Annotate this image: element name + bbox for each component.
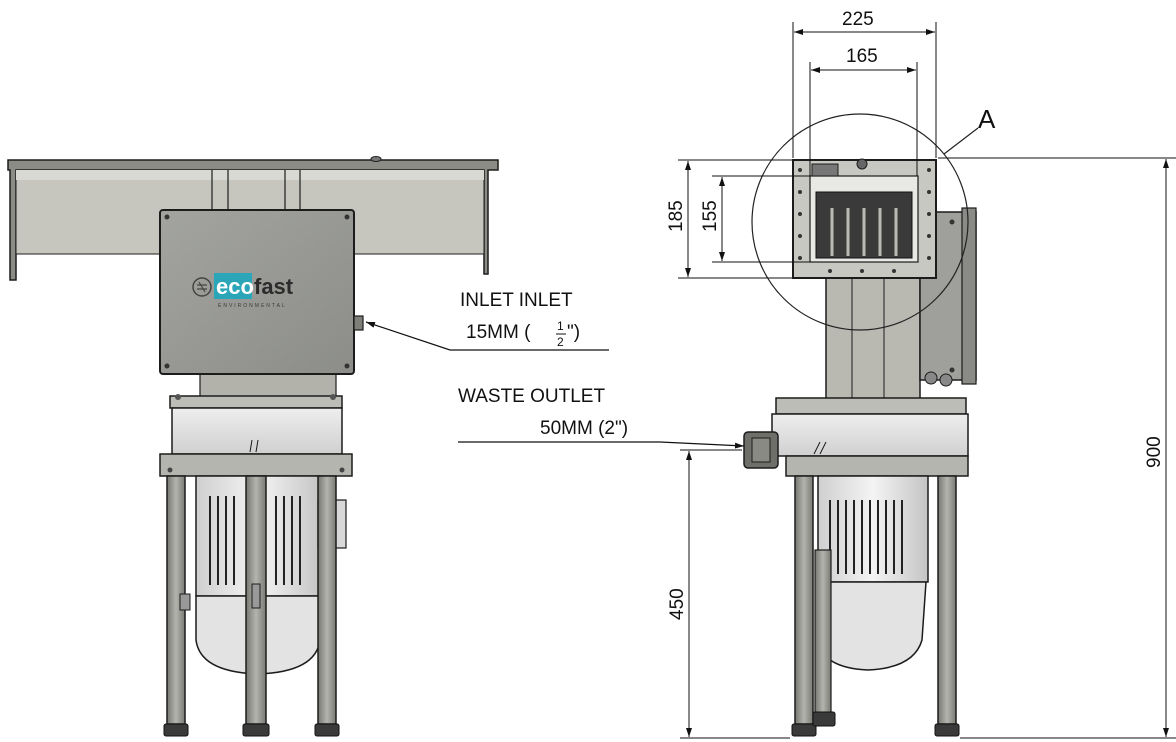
inlet-callout: INLET INLET 15MM ( 1 2 ") [365,290,609,351]
side-column [825,275,921,401]
waste-label-line2: 50MM (2") [540,418,628,439]
ecofast-logo: eco fast ENVIRONMENTAL [192,273,294,309]
motor-side [817,475,929,671]
inlet-label-line2: 15MM ( [466,322,531,343]
front-view: eco fast ENVIRONMENTAL [7,156,499,737]
inlet-label-suffix: ") [567,322,580,343]
dim-155: 155 [700,200,721,232]
hopper-flange [792,158,937,279]
detail-label: A [978,104,996,134]
dimension-lines [678,22,1176,739]
dim-225: 225 [842,9,874,30]
dim-165: 165 [846,46,878,67]
dim-185: 185 [666,200,687,232]
logo-eco-text: eco [216,274,254,299]
grinder-housing-front [159,394,353,477]
control-box [159,209,364,375]
legs-side [791,475,960,737]
detail-circle-a [751,113,969,331]
logo-fast-text: fast [254,274,294,299]
dim-900: 900 [1144,436,1165,468]
side-view: A [743,104,996,737]
legs-front [163,475,340,737]
inlet-fraction-denominator: 2 [557,335,564,349]
inlet-label-line1: INLET INLET [460,290,573,311]
waste-label-line1: WASTE OUTLET [458,386,605,407]
dimension-labels: 225 165 185 155 450 900 [666,9,1165,620]
waste-outlet-callout: WASTE OUTLET 50MM (2") [458,386,745,449]
logo-tagline: ENVIRONMENTAL [218,303,287,309]
front-column [199,371,337,399]
grinder-housing-side [743,397,969,477]
dim-450: 450 [667,588,688,620]
inlet-fraction-numerator: 1 [557,319,564,333]
